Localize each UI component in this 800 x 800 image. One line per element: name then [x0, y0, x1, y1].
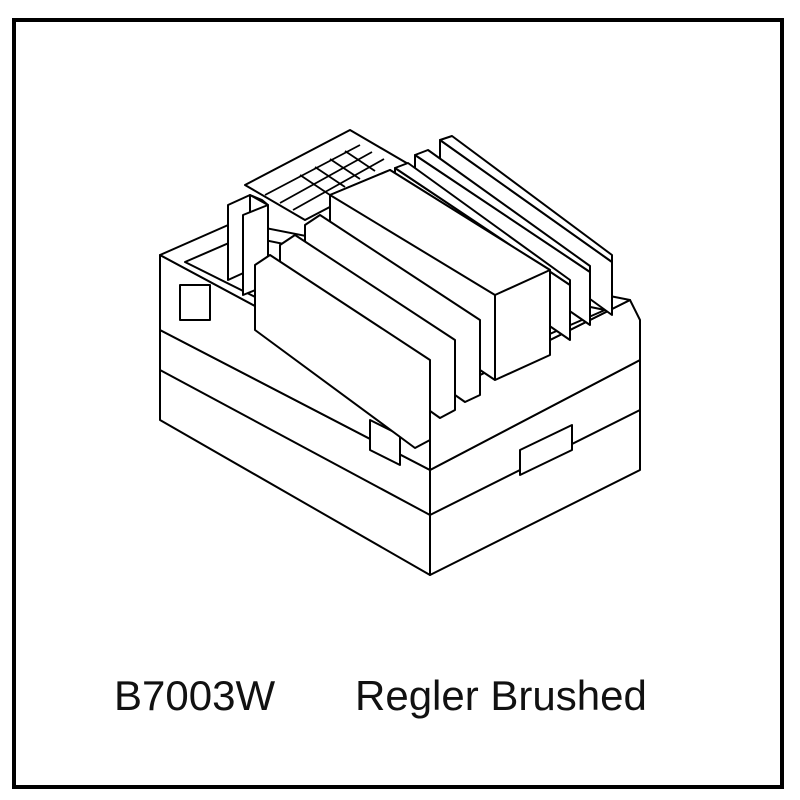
heatsink-fin — [254, 254, 431, 449]
catalog-frame — [12, 18, 784, 789]
part-number: B7003W — [114, 672, 276, 719]
latch-right — [519, 424, 573, 476]
part-name: Regler Brushed — [355, 672, 647, 719]
latch-left — [179, 284, 211, 321]
